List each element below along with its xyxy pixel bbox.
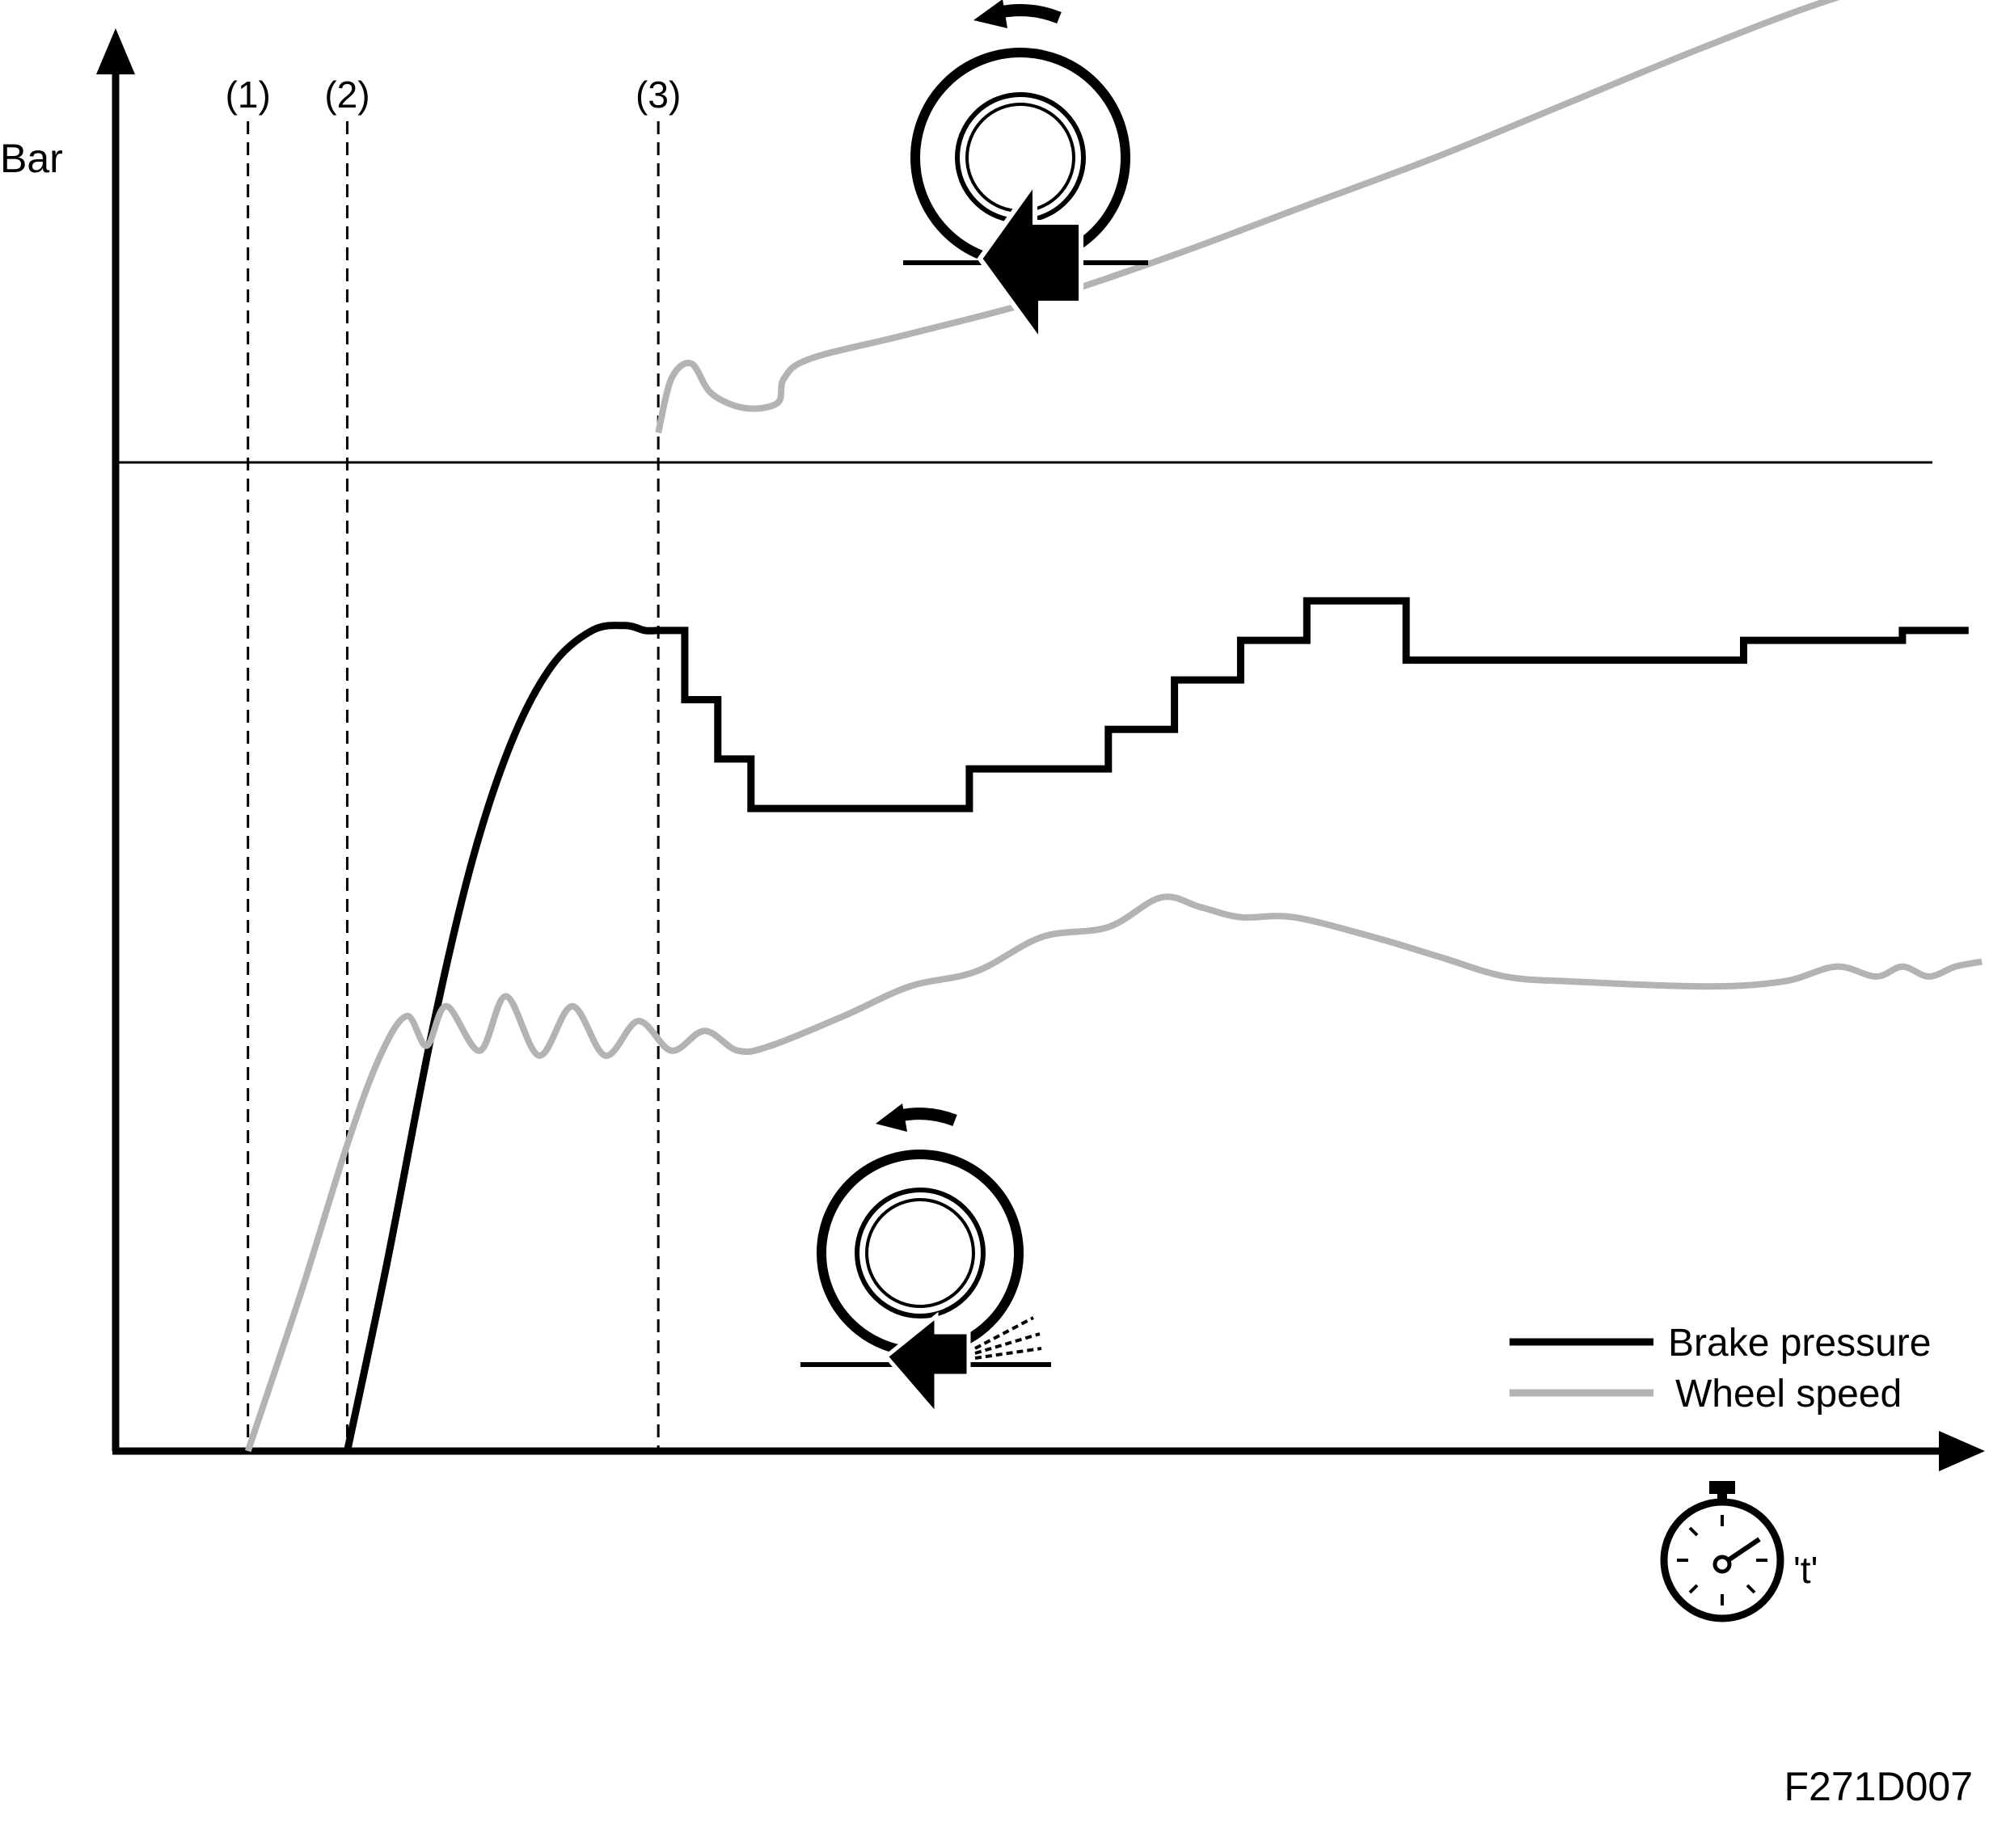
wheel-slip-icon-lower: [800, 1103, 1051, 1420]
rotation-arrowhead-icon: [973, 0, 1007, 28]
rotation-arrow-icon: [898, 1108, 957, 1127]
legend-label-brake-pressure: Brake pressure: [1668, 1322, 1931, 1365]
spray-lines-icon: [974, 1316, 1042, 1360]
legend-label-wheel-speed: Wheel speed: [1675, 1373, 1902, 1416]
rotation-arrowhead-icon: [876, 1103, 907, 1132]
figure-code: F271D007: [1784, 1764, 1974, 1809]
legend: Brake pressure Wheel speed: [1510, 1322, 1931, 1416]
rim-inner-icon: [965, 103, 1075, 213]
rim-inner-icon: [865, 1198, 975, 1308]
marker-label-3: (3): [636, 74, 681, 116]
tire-outer-icon: [817, 1150, 1024, 1356]
rim-outer-icon: [855, 1188, 986, 1318]
series-brake-pressure: [344, 597, 1969, 1452]
force-arrow-icon: [883, 1311, 971, 1420]
y-axis-label: Bar: [0, 136, 63, 181]
marker-label-1: (1): [226, 74, 271, 116]
rotation-arrow-icon: [999, 4, 1062, 24]
x-axis-arrow: [1939, 1431, 1985, 1471]
series-wheel-speed-locked: [655, 0, 1840, 434]
series-wheel-speed: [244, 893, 1983, 1453]
x-axis-label: 't': [1793, 1549, 1818, 1591]
force-arrow-icon: [977, 174, 1083, 350]
wheel-lock-icon-upper: [903, 0, 1148, 350]
series-layer: [244, 0, 1983, 1453]
y-axis-arrow: [96, 28, 135, 74]
stopwatch-icon: [1660, 1481, 1784, 1622]
axes: [96, 28, 1985, 1471]
marker-lines: (1) (2) (3): [226, 74, 681, 1451]
marker-label-2: (2): [324, 74, 370, 116]
